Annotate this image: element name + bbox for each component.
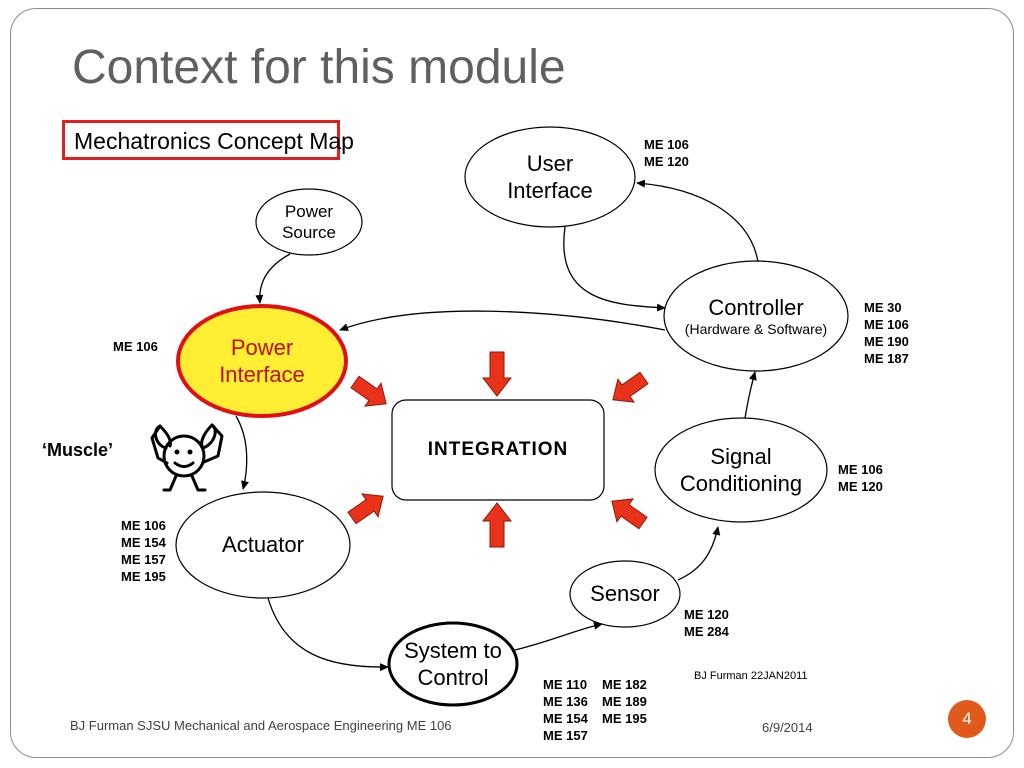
controller-node: Controller (Hardware & Software) — [664, 261, 848, 371]
controller-to-user-interface-arrow — [636, 179, 759, 263]
concept-map-label: Mechatronics Concept Map — [74, 128, 354, 154]
sensor-to-signal-conditioning-arrow — [677, 526, 721, 581]
actuator-to-system-arrow — [267, 597, 389, 672]
controller-to-power-interface-arrow — [339, 310, 666, 331]
integration-arrow-left-top — [350, 375, 387, 407]
power-interface-courses: ME 106 — [113, 339, 158, 354]
actuator-node-shape — [175, 491, 351, 599]
system-to-control-node: System to Control — [389, 623, 517, 705]
user-interface-to-controller-arrow — [563, 226, 666, 312]
user-interface-node: User Interface — [465, 127, 635, 227]
system-courses-col1: ME 110 ME 136 ME 154 ME 157 — [543, 677, 588, 743]
user-interface-node-shape — [464, 126, 636, 228]
muscle-label: ‘Muscle’ — [42, 440, 114, 460]
controller-sublabel: (Hardware & Software) — [684, 321, 828, 337]
concept-map-label-box — [62, 120, 340, 160]
signal-conditioning-label-line1: Signal — [710, 443, 772, 469]
slide-title: Context for this module — [72, 41, 566, 94]
controller-courses: ME 30 ME 106 ME 190 ME 187 — [864, 300, 909, 366]
system-courses-col2: ME 182 ME 189 ME 195 — [602, 677, 647, 726]
sensor-courses: ME 120 ME 284 — [684, 607, 729, 639]
user-interface-label-line2: Interface — [507, 178, 593, 203]
signal-conditioning-to-controller-arrow — [744, 371, 757, 419]
controller-node-shape — [663, 260, 849, 372]
power-source-to-power-interface-arrow — [255, 253, 291, 304]
integration-node-shape — [391, 399, 605, 501]
sensor-node-shape — [569, 560, 681, 628]
sensor-label: Sensor — [590, 581, 660, 607]
user-interface-courses: ME 106 ME 120 — [644, 137, 689, 169]
power-source-label-line1: Power — [284, 201, 334, 221]
power-interface-label-line1: Power — [230, 334, 294, 360]
controller-label: Controller — [708, 294, 804, 320]
system-to-control-label-line2: Control — [417, 665, 489, 690]
power-interface-label-line2: Interface — [219, 362, 305, 387]
signal-conditioning-node: Signal Conditioning — [655, 418, 827, 522]
system-to-sensor-arrow — [514, 621, 603, 651]
power-source-node-shape — [255, 188, 363, 256]
integration-arrow-top — [481, 351, 513, 397]
integration-arrow-bottom — [481, 502, 513, 548]
actuator-courses: ME 106 ME 154 ME 157 ME 195 — [121, 518, 166, 584]
system-to-control-node-shape — [387, 621, 519, 707]
integration-arrow-right-bottom — [611, 498, 648, 530]
author-note: BJ Furman 22JAN2011 — [694, 670, 808, 682]
power-source-label-line2: Source — [282, 223, 336, 242]
sensor-node: Sensor — [570, 561, 680, 627]
integration-node: INTEGRATION — [427, 439, 569, 460]
power-interface-to-actuator-arrow — [235, 415, 249, 490]
footer-text: BJ Furman SJSU Mechanical and Aerospace … — [70, 718, 452, 733]
signal-conditioning-node-shape — [654, 417, 828, 523]
slide-frame — [10, 8, 1014, 758]
footer-date: 6/9/2014 — [762, 720, 813, 735]
integration-arrow-left-bottom — [347, 493, 384, 525]
actuator-label: Actuator — [222, 532, 304, 558]
page-number-badge: 4 — [948, 700, 986, 738]
power-interface-node-shape — [176, 304, 348, 418]
integration-arrow-right-top — [612, 371, 649, 403]
system-to-control-label-line1: System to — [404, 637, 502, 663]
actuator-node: Actuator — [176, 492, 350, 598]
power-interface-node: Power Interface — [178, 306, 346, 416]
power-source-node: Power Source — [256, 189, 362, 255]
muscle-figure-icon — [150, 423, 224, 492]
signal-conditioning-label-line2: Conditioning — [679, 471, 803, 496]
signal-conditioning-courses: ME 106 ME 120 — [838, 462, 883, 494]
user-interface-label-line1: User — [526, 150, 574, 176]
